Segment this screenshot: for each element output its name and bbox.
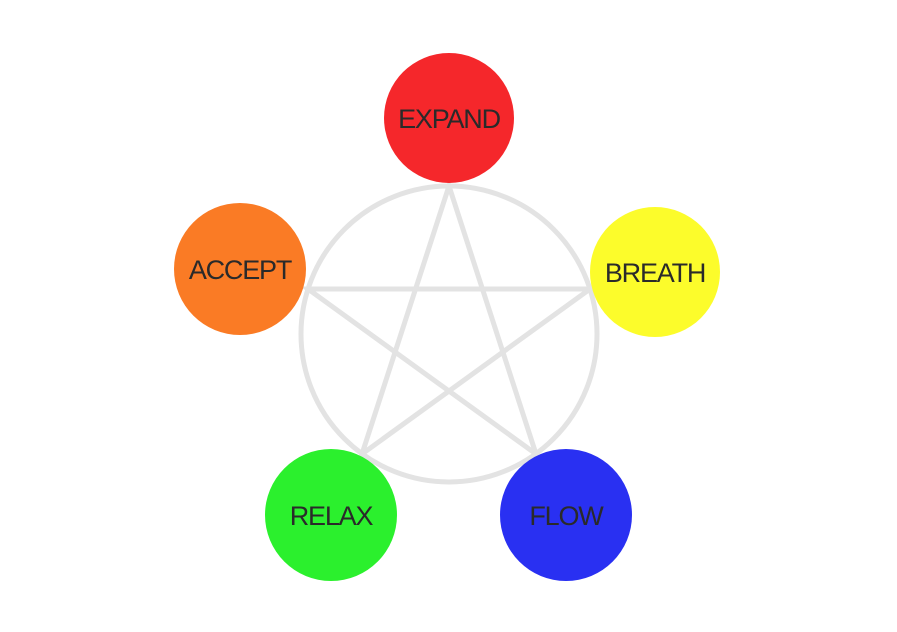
node-circle-relax — [265, 449, 397, 581]
node-label-relax: RELAX — [290, 501, 374, 531]
node-circle-accept — [174, 203, 306, 335]
node-expand: EXPAND — [384, 53, 514, 183]
node-label-flow: FLOW — [529, 501, 604, 531]
node-label-breath: BREATH — [605, 258, 705, 288]
node-circle-expand — [384, 53, 514, 183]
node-label-expand: EXPAND — [398, 104, 501, 134]
node-circle-breath — [590, 207, 720, 337]
node-circle-flow — [500, 449, 632, 581]
node-breath: BREATH — [590, 207, 720, 337]
node-relax: RELAX — [265, 449, 397, 581]
star-lines — [300, 177, 598, 461]
node-flow: FLOW — [500, 449, 632, 581]
outer-ring — [298, 183, 600, 485]
node-label-accept: ACCEPT — [189, 255, 292, 285]
node-accept: ACCEPT — [174, 203, 306, 335]
